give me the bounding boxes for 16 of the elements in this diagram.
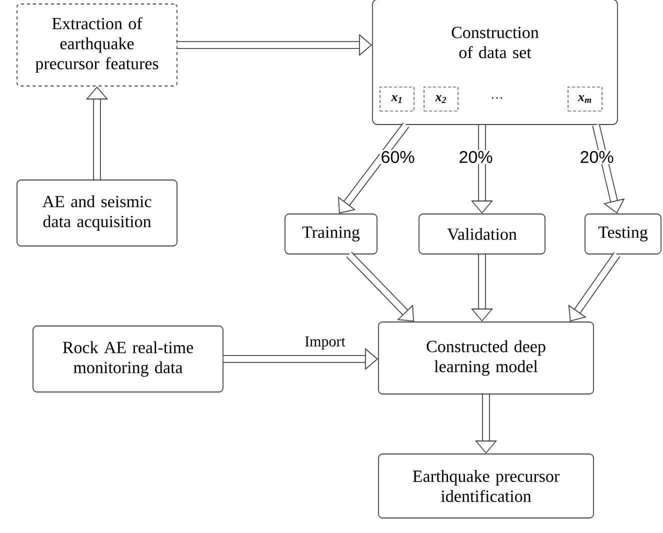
edge-label: 60% xyxy=(380,150,416,164)
process-box: AE and seismic data acquisition xyxy=(16,180,178,246)
process-box: Extraction of earthquake precursor features xyxy=(16,4,178,86)
process-box: Earthquake precursor identification xyxy=(378,454,594,518)
edge-label: 20% xyxy=(578,150,615,164)
process-box: Testing xyxy=(584,214,662,254)
sample-box: x$_{m}$ xyxy=(568,86,602,112)
edge-label: Import xyxy=(304,336,346,350)
process-box: Rock AE real-time monitoring data xyxy=(32,326,224,392)
edge-label: 20% xyxy=(458,150,494,164)
process-box: Constructed deep learning model xyxy=(378,322,594,394)
process-box: Validation xyxy=(418,214,546,254)
sample-box: x$_{1}$ xyxy=(380,86,414,112)
process-box: Training xyxy=(284,214,378,254)
ellipsis: … xyxy=(492,97,502,99)
sample-box: x$_{2}$ xyxy=(424,86,458,112)
